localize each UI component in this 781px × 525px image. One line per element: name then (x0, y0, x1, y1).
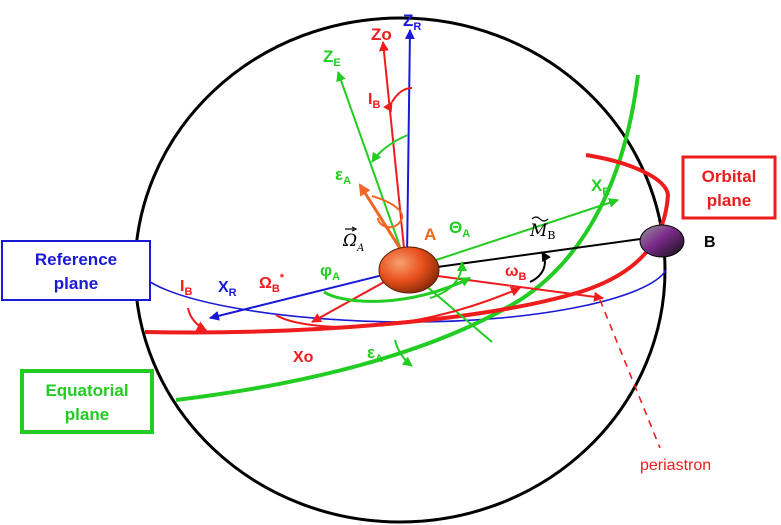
periastron-label: periastron (640, 457, 711, 474)
ib-left-arc (187, 307, 207, 331)
xo-label: Xo (293, 349, 314, 366)
omega-vector-label: ΩA (342, 226, 364, 254)
omega-vector-main: ΩA (342, 231, 364, 254)
orbital-box-line2: plane (707, 191, 751, 210)
star-b (639, 224, 685, 258)
orbital-plane-curve (144, 153, 671, 335)
zr-axis (404, 29, 415, 259)
ze-label: ZE (323, 47, 341, 69)
zo-axis (378, 41, 406, 259)
star-a (378, 246, 440, 294)
epsilon-bottom-arc (394, 339, 413, 367)
epsilon-top-arc (371, 134, 409, 163)
theta-a-arc (429, 261, 467, 299)
equatorial-plane-box: Equatorial plane (20, 369, 154, 434)
omega-small-arc (529, 251, 551, 283)
omega-b-arc (275, 286, 521, 329)
mb-label: MB (529, 216, 556, 242)
epsilon-top-label: εA (335, 165, 351, 187)
star-b-label: B (704, 234, 716, 251)
equatorial-box-line1: Equatorial (45, 381, 128, 400)
reference-plane-box: Reference plane (1, 240, 151, 301)
xr-label: XR (218, 279, 237, 299)
omega-small-label: ωB (505, 263, 527, 283)
reference-box-line1: Reference (35, 250, 117, 269)
omega-b-label: ΩB* (259, 272, 285, 295)
orbital-box-line1: Orbital (702, 167, 757, 186)
mb-text: MB (529, 221, 556, 242)
zr-label: ZR (403, 11, 421, 33)
ib-top-arc (383, 87, 413, 113)
equatorial-node-line (424, 284, 493, 343)
star-a-label: A (424, 225, 436, 244)
reference-box-line2: plane (54, 274, 98, 293)
periastron-dashed (599, 299, 661, 449)
phi-label: φA (320, 261, 340, 283)
epsilon-bottom-label: εA (367, 343, 383, 365)
xe-label: XE (591, 176, 610, 198)
xe-axis (429, 198, 619, 263)
phi-a-arc (323, 276, 471, 303)
equatorial-box-line2: plane (65, 405, 109, 424)
equatorial-plane-curve (175, 74, 640, 402)
orbital-plane-box: Orbital plane (681, 155, 777, 220)
theta-label: ΘA (449, 218, 470, 240)
spin-vector (358, 183, 408, 259)
mb-tilde (531, 216, 549, 222)
spin-rotation-arc (371, 195, 403, 229)
zo-label: Zo (371, 25, 392, 44)
ib-top-label: IB (368, 91, 380, 111)
xr-axis (209, 271, 396, 321)
ib-left-label: IB (180, 278, 192, 298)
